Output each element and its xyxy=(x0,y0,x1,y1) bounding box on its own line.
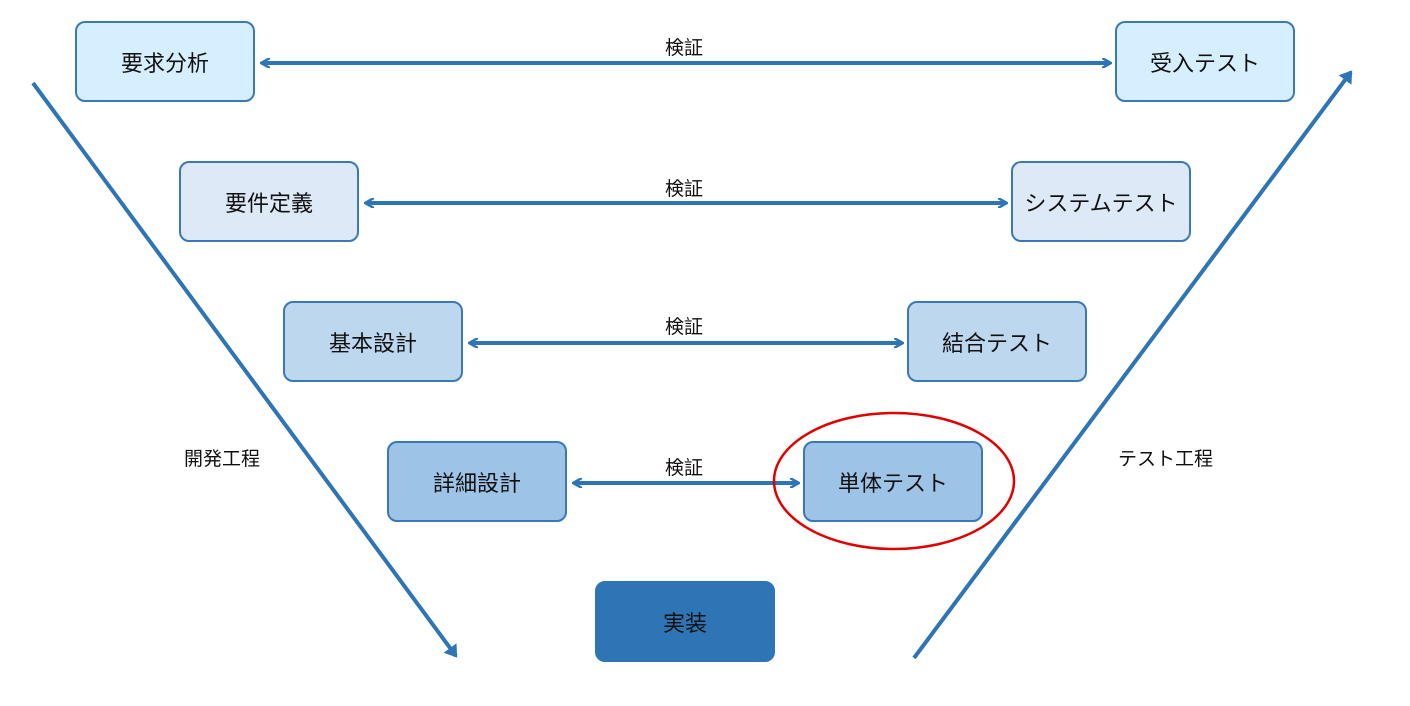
step-basic-design: 基本設計 xyxy=(283,301,463,382)
unit-test-highlight-circle xyxy=(772,411,1016,551)
verification-label-1: 検証 xyxy=(664,37,703,59)
verification-label-2: 検証 xyxy=(664,178,703,200)
verification-label-3: 検証 xyxy=(664,316,703,338)
step-unit-test: 単体テスト xyxy=(803,441,983,522)
testing-process-label: テスト工程 xyxy=(1118,448,1214,470)
step-requirements-analysis: 要求分析 xyxy=(75,21,255,102)
step-integration-test: 結合テスト xyxy=(907,301,1087,382)
step-detailed-design: 詳細設計 xyxy=(387,441,567,522)
verification-label-4: 検証 xyxy=(664,457,703,479)
development-flow-arrow xyxy=(31,81,458,658)
step-requirements-definition: 要件定義 xyxy=(179,161,359,242)
step-implementation: 実装 xyxy=(595,581,775,662)
development-process-label: 開発工程 xyxy=(184,448,261,470)
step-system-test: システムテスト xyxy=(1011,161,1191,242)
step-acceptance-test: 受入テスト xyxy=(1115,21,1295,102)
testing-flow-arrow xyxy=(912,70,1353,660)
